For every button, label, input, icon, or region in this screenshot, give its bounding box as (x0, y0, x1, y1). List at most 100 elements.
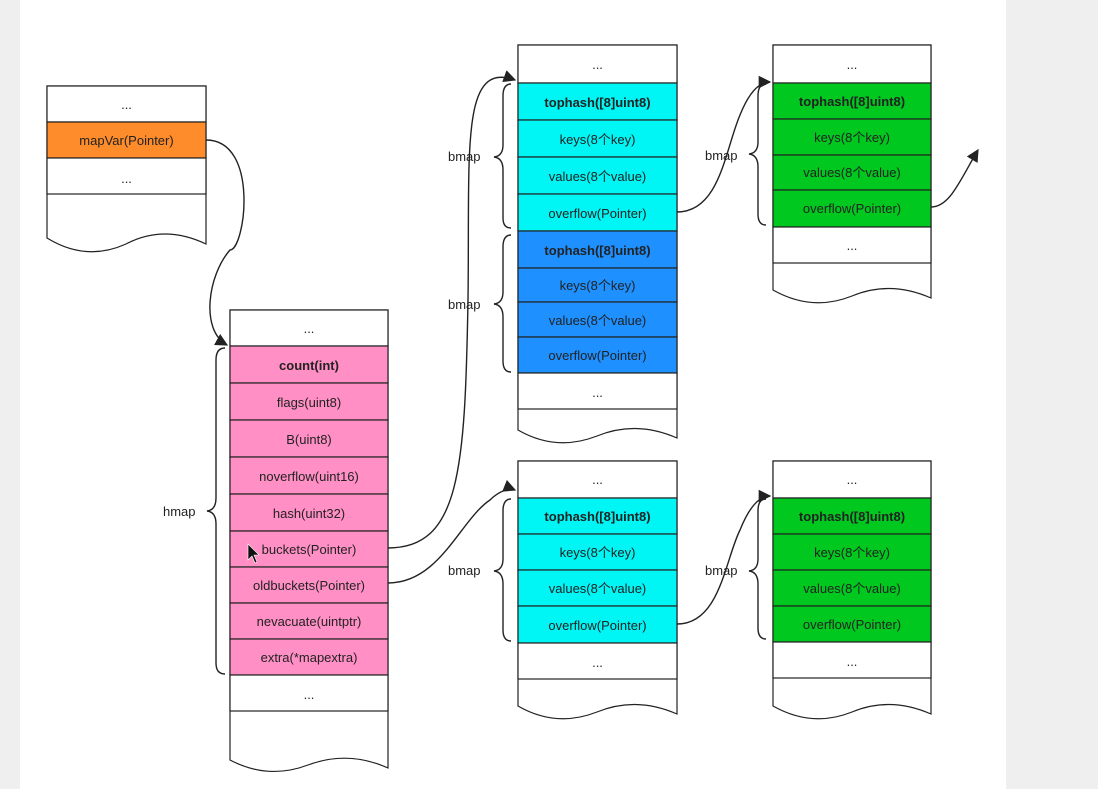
overflow-bottom-overflow-cell (772, 605, 932, 643)
hmap-extra-cell (229, 638, 389, 676)
overflow-bottom-tophash-cell (772, 497, 932, 535)
oldbuckets-values-text: values(8个value) (549, 581, 647, 596)
overflow-top-tophash-text: tophash([8]uint8) (799, 94, 905, 109)
buckets-top-block: ... tophash([8]uint8) keys(8个key) values… (517, 44, 678, 444)
overflow-bottom-values-text: values(8个value) (803, 581, 901, 596)
buckets-top-values-1-cell (517, 156, 678, 195)
hmap-flags-cell (229, 382, 389, 421)
hmap-b-cell (229, 419, 389, 458)
overflow-top-cell-dots-top-text: ... (847, 57, 858, 72)
hmap-noverflow-text: noverflow(uint16) (259, 469, 359, 484)
arrow-oldbuckets-to-oldbuckets-block (387, 479, 517, 584)
buckets-top-cell-dots-top-text: ... (592, 57, 603, 72)
overflow-bottom-keys-text: keys(8个key) (814, 545, 890, 560)
overflow-bottom-cell-dots-top (772, 460, 932, 499)
buckets-top-cell-dots-top (517, 44, 678, 84)
buckets-top-brace-2 (493, 234, 512, 373)
overflow-top-overflow-cell (772, 189, 932, 228)
oldbuckets-tophash-text: tophash([8]uint8) (544, 509, 650, 524)
oldbuckets-overflow-cell (517, 605, 678, 644)
buckets-top-overflow-1-text: overflow(Pointer) (548, 206, 646, 221)
buckets-top-keys-2-cell (517, 267, 678, 303)
hmap-hash-text: hash(uint32) (273, 506, 345, 521)
buckets-top-tophash-1-cell (517, 82, 678, 121)
buckets-top-bmap-label-2: bmap (448, 297, 481, 312)
oldbuckets-brace (493, 498, 512, 642)
overflow-bottom-brace (748, 498, 767, 640)
oldbuckets-values-cell (517, 569, 678, 607)
mapvar-cell-dots-bottom (46, 157, 207, 195)
oldbuckets-cell-dots-bottom-text: ... (592, 655, 603, 670)
overflow-bottom-cell-dots-top-text: ... (847, 472, 858, 487)
overflow-top-block: ... tophash([8]uint8) keys(8个key) values… (772, 44, 932, 304)
overflow-top-cell-dots-bottom-text: ... (847, 238, 858, 253)
oldbuckets-bmap-label: bmap (448, 563, 481, 578)
oldbuckets-overflow-text: overflow(Pointer) (548, 618, 646, 633)
hmap-flags-text: flags(uint8) (277, 395, 341, 410)
hmap-nevacuate-cell (229, 602, 389, 640)
buckets-top-overflow-2-cell (517, 336, 678, 374)
oldbuckets-cell-dots-top-text: ... (592, 472, 603, 487)
mapvar-block: ... mapVar(Pointer) ... (46, 85, 207, 253)
arrow-top-overflow-to-green (676, 75, 772, 213)
mapvar-cell-dots-top (46, 85, 207, 123)
oldbuckets-keys-cell (517, 533, 678, 571)
hmap-count-cell (229, 345, 389, 384)
buckets-top-brace-1 (493, 83, 512, 229)
hmap-cell-dots-bottom-text: ... (304, 687, 315, 702)
buckets-top-overflow-2-text: overflow(Pointer) (548, 348, 646, 363)
hmap-noverflow-cell (229, 456, 389, 495)
mapvar-pointer-text: mapVar(Pointer) (79, 133, 173, 148)
hmap-buckets-text: buckets(Pointer) (262, 542, 357, 557)
overflow-bottom-values-cell (772, 569, 932, 607)
go-map-structure-diagram: ... mapVar(Pointer) ... ... count(int) f… (46, 44, 979, 772)
hmap-cell-dots-top (229, 309, 389, 347)
buckets-top-values-1-text: values(8个value) (549, 169, 647, 184)
buckets-top-overflow-1-cell (517, 193, 678, 232)
overflow-top-keys-text: keys(8个key) (814, 130, 890, 145)
oldbuckets-cell-dots-top (517, 460, 678, 499)
buckets-top-tophash-1-text: tophash([8]uint8) (544, 95, 650, 110)
overflow-top-brace (748, 83, 767, 226)
overflow-bottom-overflow-text: overflow(Pointer) (803, 617, 901, 632)
hmap-brace (206, 347, 226, 675)
arrow-green-overflow-onward (930, 148, 979, 208)
overflow-top-cell-dots-bottom (772, 226, 932, 264)
oldbuckets-cell-dots-bottom (517, 642, 678, 680)
buckets-top-keys-1-text: keys(8个key) (560, 132, 636, 147)
buckets-top-bmap-label-1: bmap (448, 149, 481, 164)
overflow-bottom-bmap-label: bmap (705, 563, 738, 578)
overflow-bottom-cell-dots-bottom (772, 641, 932, 679)
buckets-top-keys-1-cell (517, 119, 678, 158)
oldbuckets-keys-text: keys(8个key) (560, 545, 636, 560)
overflow-top-bmap-label: bmap (705, 148, 738, 163)
hmap-nevacuate-text: nevacuate(uintptr) (257, 614, 362, 629)
oldbuckets-block: ... tophash([8]uint8) keys(8个key) values… (517, 460, 678, 720)
arrow-mapvar-to-hmap (205, 139, 245, 346)
mapvar-cell-dots-top-text: ... (121, 97, 132, 112)
overflow-top-values-cell (772, 154, 932, 191)
hmap-oldbuckets-cell (229, 566, 389, 604)
buckets-top-values-2-text: values(8个value) (549, 313, 647, 328)
hmap-b-text: B(uint8) (286, 432, 332, 447)
overflow-top-keys-cell (772, 118, 932, 156)
overflow-bottom-cell-dots-bottom-text: ... (847, 654, 858, 669)
hmap-label: hmap (163, 504, 196, 519)
mapvar-cell-dots-bottom-text: ... (121, 171, 132, 186)
hmap-hash-cell (229, 493, 389, 532)
overflow-bottom-tophash-text: tophash([8]uint8) (799, 509, 905, 524)
arrow-buckets-to-top-buckets (387, 70, 517, 549)
hmap-cell-dots-bottom (229, 674, 389, 712)
buckets-top-keys-2-text: keys(8个key) (560, 278, 636, 293)
buckets-top-cell-dots-bottom-text: ... (592, 385, 603, 400)
hmap-block: ... count(int) flags(uint8) B(uint8) nov… (229, 309, 389, 772)
arrow-oldbuckets-overflow-to-green (676, 489, 772, 625)
overflow-bottom-block: ... tophash([8]uint8) keys(8个key) values… (772, 460, 932, 720)
overflow-bottom-keys-cell (772, 533, 932, 571)
overflow-top-cell-dots-top (772, 44, 932, 84)
overflow-top-values-text: values(8个value) (803, 165, 901, 180)
hmap-count-text: count(int) (279, 358, 339, 373)
hmap-oldbuckets-text: oldbuckets(Pointer) (253, 578, 365, 593)
buckets-top-tophash-2-text: tophash([8]uint8) (544, 243, 650, 258)
hmap-extra-text: extra(*mapextra) (261, 650, 358, 665)
